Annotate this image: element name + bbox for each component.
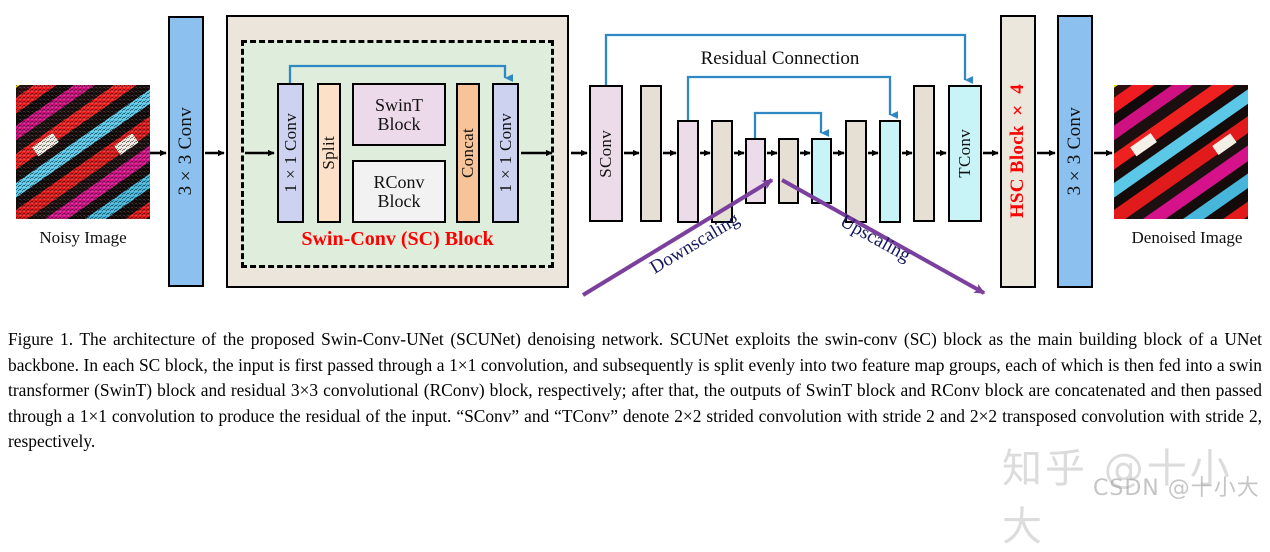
sc-block-title: Swin-Conv (SC) Block: [301, 228, 494, 250]
watermark-csdn: CSDN @十小大: [1093, 476, 1260, 501]
head-conv-label: 3×3 Conv: [175, 107, 196, 196]
sc-conv1x1-in-label: 1×1 Conv: [280, 113, 300, 193]
residual-level-3: [753, 111, 830, 138]
sc-concat-label: Concat: [458, 128, 477, 178]
denoised-image-thumbnail: [1114, 85, 1248, 219]
tail-conv-block: 3×3 Conv: [1057, 15, 1093, 288]
unet-bottleneck-mid-block: [778, 138, 799, 204]
sc-conv1x1-out-block: 1×1 Conv: [492, 83, 519, 223]
unet-dec-l1-block: [913, 85, 935, 222]
head-conv-block: 3×3 Conv: [168, 16, 204, 287]
sc-concat-block: Concat: [456, 83, 480, 223]
sc-swint-block: SwinT Block: [352, 83, 446, 146]
hsc-block: HSC Block × 4: [1000, 15, 1036, 288]
noisy-image-svg: [16, 85, 150, 219]
tail-conv-label: 3×3 Conv: [1064, 107, 1085, 196]
unet-bottleneck-out-block: [811, 138, 832, 204]
sc-split-block: Split: [317, 83, 341, 223]
figure-root: Noisy Image 3×3 Conv 1×1 Conv Split Swin…: [8, 15, 1262, 550]
unet-sconv-block: SConv: [589, 85, 623, 222]
sc-rconv-label-line2: Block: [377, 190, 421, 211]
residual-connection-label: Residual Connection: [700, 48, 860, 69]
unet-dec-l2-block: [845, 120, 867, 223]
sc-split-label: Split: [319, 136, 338, 170]
denoised-image-caption: Denoised Image: [1131, 228, 1243, 247]
sc-swint-label-line2: Block: [377, 113, 421, 134]
unet-enc-l2-block: [711, 120, 733, 223]
unet-tconv-block: TConv: [948, 85, 982, 222]
hsc-block-label: HSC Block × 4: [1007, 84, 1028, 219]
residual-level-2: [686, 75, 899, 120]
unet-sconv-label: SConv: [596, 129, 615, 178]
noisy-image-caption: Noisy Image: [39, 228, 127, 247]
sc-rconv-block: RConv Block: [352, 160, 446, 223]
sc-conv1x1-in-block: 1×1 Conv: [277, 83, 304, 223]
figure-caption: Figure 1. The architecture of the propos…: [8, 329, 1262, 451]
unet-tconv-label: TConv: [955, 129, 974, 178]
sc-rconv-label-line1: RConv: [373, 171, 425, 192]
denoised-image-svg: [1114, 85, 1248, 219]
noisy-image-thumbnail: [16, 85, 150, 219]
sc-swint-label-line1: SwinT: [374, 94, 423, 115]
unet-dec-l2-cyan-block: [879, 120, 901, 223]
sc-conv1x1-out-label: 1×1 Conv: [495, 113, 515, 193]
unet-enc-l1-block: [640, 85, 662, 222]
unet-enc-l2-sc-block: [677, 120, 699, 223]
unet-bottleneck-in-block: [745, 138, 766, 204]
